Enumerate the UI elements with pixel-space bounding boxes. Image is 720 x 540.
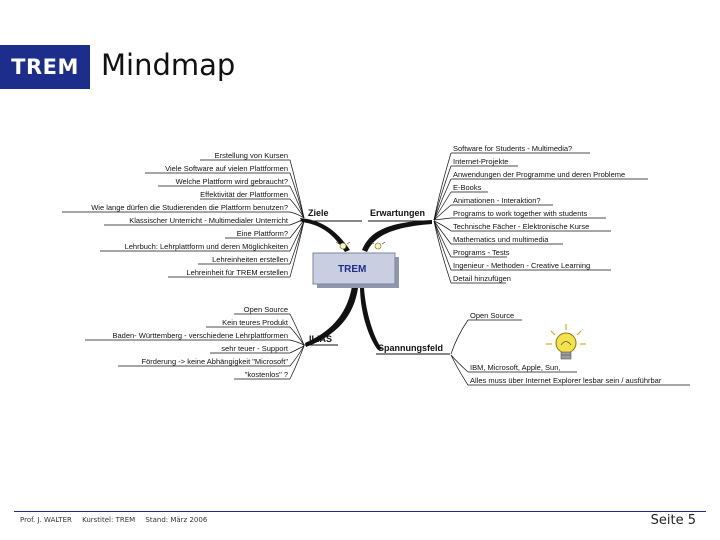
lightbulb-icon: [546, 324, 586, 360]
erwartungen-item: Programs to work together with students: [453, 209, 587, 218]
ilias-item: Open Source: [244, 305, 288, 314]
ziele-item: Welche Plattform wird gebraucht?: [176, 177, 288, 186]
branch-erwartungen: Erwartungen: [370, 208, 425, 218]
branch-ziele: Ziele: [308, 208, 329, 218]
ziele-item: Klassischer Unterricht - Multimedialer U…: [129, 216, 289, 225]
spannungsfeld-item: Open Source: [470, 311, 514, 320]
erwartungen-item: Internet-Projekte: [453, 157, 508, 166]
ilias-item: sehr teuer - Support: [221, 344, 289, 353]
ziele-item: Lehrbuch: Lehrplattform und deren Möglic…: [125, 242, 288, 251]
footer-date: Stand: März 2006: [145, 516, 208, 524]
erwartungen-item: Programs - Tests: [453, 248, 510, 257]
trem-logo: TREM: [0, 45, 90, 89]
erwartungen-item: E-Books: [453, 183, 482, 192]
ziele-item: Eine Plattform?: [237, 229, 288, 238]
erwartungen-item: Software for Students - Multimedia?: [453, 144, 572, 153]
ilias-item: "kostenlos" ?: [245, 370, 288, 379]
spannungsfeld-item: Alles muss über Internet Explorer lesbar…: [470, 376, 662, 385]
ziele-item: Viele Software auf vielen Plattformen: [165, 164, 288, 173]
center-bulb-right-icon: [370, 241, 386, 250]
erwartungen-item: Technische Fächer - Elektronische Kurse: [453, 222, 589, 231]
branch-ilias: ILIAS: [309, 334, 332, 344]
footer-course: Kurstitel: TREM: [82, 516, 136, 524]
connector-ilias: [305, 286, 358, 347]
erwartungen-item: Mathematics und multimedia: [453, 235, 549, 244]
branch-spannungsfeld: Spannungsfeld: [378, 343, 443, 353]
ziele-item: Lehreinheiten erstellen: [212, 255, 288, 264]
center-node: [312, 252, 396, 285]
erwartungen-item: Anwendungen der Programme und deren Prob…: [453, 170, 625, 179]
erwartungen-item: Ingenieur - Methoden - Creative Learning: [453, 261, 590, 270]
center-node-label: TREM: [338, 264, 366, 275]
ilias-item: Baden- Württemberg - verschiedene Lehrpl…: [112, 331, 288, 340]
ziele-item: Lehreinheit für TREM erstellen: [186, 268, 288, 277]
page-title: Mindmap: [101, 48, 236, 82]
erwartungen-item: Animationen - Interaktion?: [453, 196, 541, 205]
connector-erwartungen: [362, 220, 432, 252]
ilias-item: Kein teures Produkt: [222, 318, 289, 327]
ziele-item: Effektivität der Plattformen: [200, 190, 288, 199]
footer-divider: [14, 511, 706, 512]
ilias-item: Förderung -> keine Abhängigkeit "Microso…: [142, 357, 289, 366]
ziele-item: Erstellung von Kursen: [215, 151, 288, 160]
connector-spannungsfeld: [360, 286, 382, 350]
footer-info: Prof. J. WALTER Kurstitel: TREM Stand: M…: [20, 516, 215, 524]
erwartungen-item: Detail hinzufügen: [453, 274, 511, 283]
page-number: Seite 5: [650, 513, 696, 528]
footer-author: Prof. J. WALTER: [20, 516, 72, 524]
center-bulb-left-icon: [335, 241, 351, 250]
spannungsfeld-item: IBM, Microsoft, Apple, Sun,: [470, 363, 560, 372]
ziele-item: Wie lange dürfen die Studierenden die Pl…: [91, 203, 288, 212]
